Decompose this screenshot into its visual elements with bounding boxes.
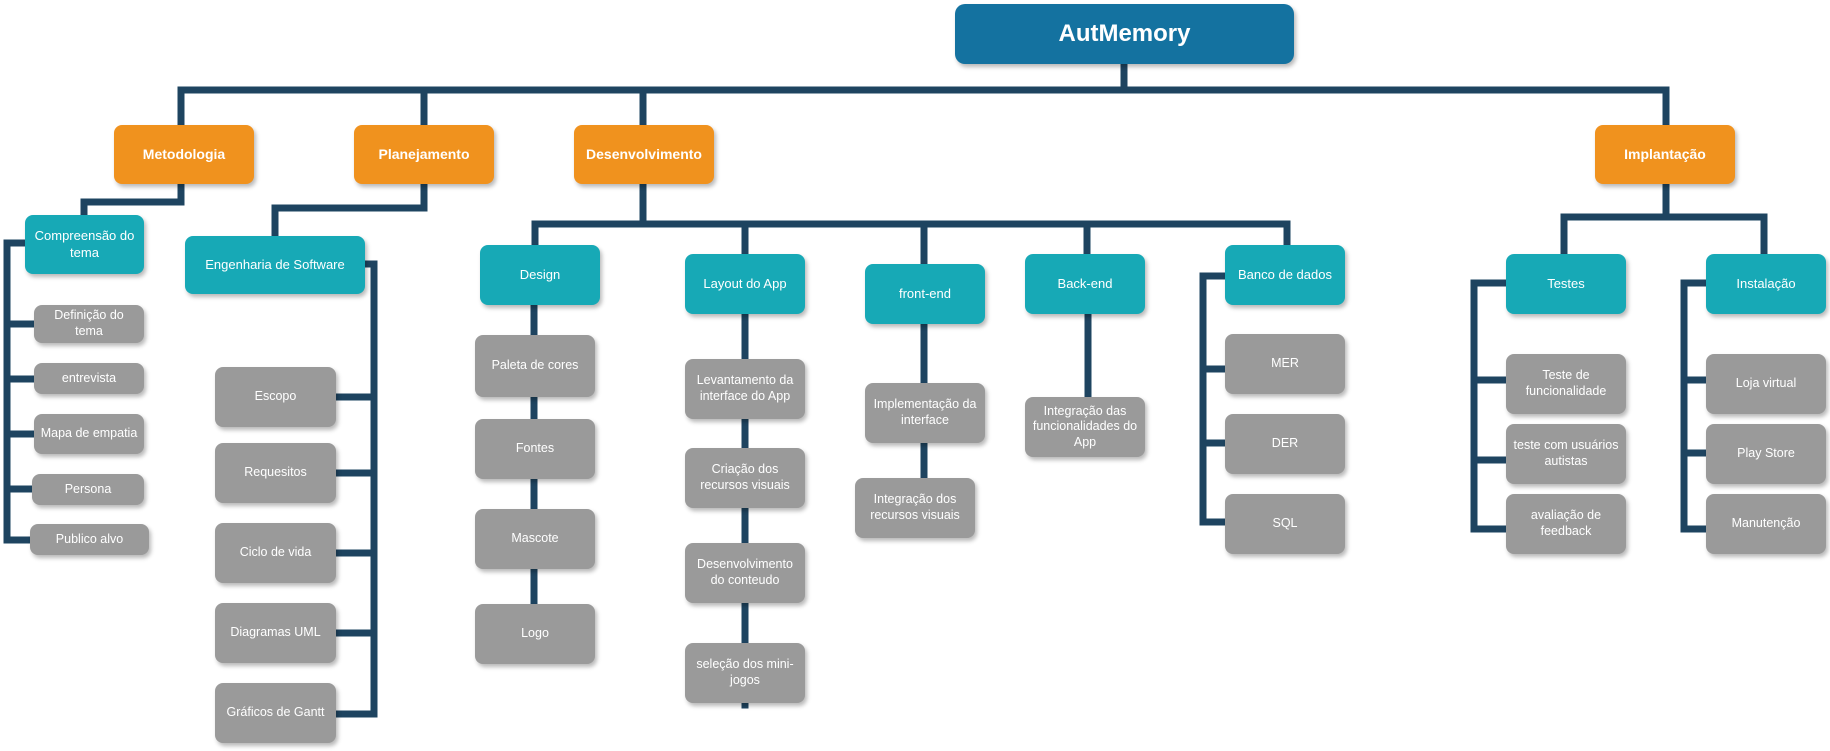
subtopic-engenharia-de-software: Engenharia de Software [185, 236, 365, 294]
leaf-paleta-de-cores: Paleta de cores [475, 335, 595, 397]
leaf-label: Definição do tema [54, 308, 124, 338]
leaf-logo: Logo [475, 604, 595, 664]
subtopic-label: Compreensão do tema [34, 228, 135, 260]
leaf-label: Teste de funcionalidade [1525, 368, 1607, 398]
leaf-criacao-dos-recursos-visuais: Criação dos recursos visuais [685, 448, 805, 508]
subtopic-banco-de-dados: Banco de dados [1225, 245, 1345, 305]
leaf-label: entrevista [61, 370, 117, 385]
leaf-label: Integração dos recursos visuais [870, 492, 960, 522]
category-planejamento: Planejamento [354, 125, 494, 184]
leaf-label: Loja virtual [1735, 376, 1797, 391]
leaf-integracao-dos-recursos-visuais: Integração dos recursos visuais [855, 478, 975, 538]
leaf-mapa-de-empatia: Mapa de empatia [34, 414, 144, 454]
leaf-mascote: Mascote [475, 509, 595, 569]
leaf-label: Escopo [254, 389, 297, 404]
subtopic-label: Engenharia de Software [205, 256, 345, 272]
leaf-label: seleção dos mini-jogos [696, 657, 794, 687]
leaf-label: Gráficos de Gantt [226, 705, 325, 720]
category-label: Metodologia [142, 145, 226, 162]
subtopic-label: Instalação [1736, 275, 1796, 291]
root-label: AutMemory [1058, 20, 1191, 47]
leaf-label: Desenvolvimento do conteudo [697, 557, 793, 587]
leaf-label: Persona [64, 481, 112, 496]
subtopic-compreensao-do-tema: Compreensão do tema [25, 215, 144, 274]
leaf-label: Criação dos recursos visuais [700, 462, 790, 492]
subtopic-label: Testes [1547, 275, 1585, 291]
leaf-label: Publico alvo [55, 531, 124, 546]
leaf-diagramas-uml: Diagramas UML [215, 603, 336, 663]
subtopic-testes: Testes [1506, 254, 1626, 314]
leaf-avaliacao-de-feedback: avaliação de feedback [1506, 494, 1626, 554]
leaf-integracao-das-funcionalidades: Integração das funcionalidades do App [1025, 397, 1145, 457]
leaf-ciclo-de-vida: Ciclo de vida [215, 523, 336, 583]
subtopic-layout-do-app: Layout do App [685, 254, 805, 314]
leaf-publico-alvo: Publico alvo [30, 524, 149, 555]
subtopic-label: Back-end [1057, 275, 1113, 291]
category-label: Desenvolvimento [586, 145, 702, 162]
leaf-entrevista: entrevista [34, 363, 144, 394]
leaf-definicao-do-tema: Definição do tema [34, 305, 144, 343]
subtopic-label: Banco de dados [1238, 266, 1332, 282]
category-label: Planejamento [378, 145, 470, 162]
leaf-selecao-dos-mini-jogos: seleção dos mini-jogos [685, 643, 805, 703]
subtopic-label: front-end [898, 285, 952, 301]
leaf-play-store: Play Store [1706, 424, 1826, 484]
subtopic-label: Design [519, 266, 561, 282]
leaf-manutencao: Manutenção [1706, 494, 1826, 554]
leaf-label: Levantamento da interface do App [696, 373, 794, 403]
leaf-label: Requesitos [244, 465, 307, 480]
leaf-label: MER [1271, 356, 1299, 371]
leaf-label: SQL [1272, 516, 1298, 531]
leaf-persona: Persona [32, 474, 144, 505]
leaf-label: Logo [521, 626, 549, 641]
category-implantacao: Implantação [1595, 125, 1735, 184]
leaf-label: Diagramas UML [230, 625, 321, 640]
category-metodologia: Metodologia [114, 125, 254, 184]
leaf-label: avaliação de feedback [1530, 508, 1602, 538]
subtopic-instalacao: Instalação [1706, 254, 1826, 314]
leaf-label: Play Store [1737, 446, 1795, 461]
subtopic-design: Design [480, 245, 600, 305]
leaf-label: Ciclo de vida [239, 545, 312, 560]
leaf-sql: SQL [1225, 494, 1345, 554]
leaf-fontes: Fontes [475, 419, 595, 479]
leaf-label: DER [1271, 436, 1299, 451]
category-label: Implantação [1624, 145, 1706, 162]
root-node: AutMemory [955, 4, 1294, 64]
subtopic-label: Layout do App [703, 275, 787, 291]
leaf-implementacao-da-interface: Implementação da interface [865, 383, 985, 443]
leaf-der: DER [1225, 414, 1345, 474]
leaf-desenvolvimento-do-conteudo: Desenvolvimento do conteudo [685, 543, 805, 603]
leaf-teste-de-funcionalidade: Teste de funcionalidade [1506, 354, 1626, 414]
subtopic-front-end: front-end [865, 264, 985, 324]
leaf-label: Manutenção [1731, 516, 1801, 531]
leaf-label: Mascote [511, 531, 559, 546]
leaf-label: Fontes [515, 441, 555, 456]
leaf-levantamento-da-interface: Levantamento da interface do App [685, 359, 805, 419]
leaf-label: Mapa de empatia [40, 426, 138, 441]
leaf-label: Paleta de cores [491, 358, 579, 373]
leaf-label: teste com usuários autistas [1513, 438, 1619, 468]
leaf-label: Integração das funcionalidades do App [1032, 403, 1138, 449]
subtopic-back-end: Back-end [1025, 254, 1145, 314]
leaf-loja-virtual: Loja virtual [1706, 354, 1826, 414]
leaf-label: Implementação da interface [873, 397, 977, 427]
category-desenvolvimento: Desenvolvimento [574, 125, 714, 184]
leaf-graficos-de-gantt: Gráficos de Gantt [215, 683, 336, 743]
leaf-mer: MER [1225, 334, 1345, 394]
leaf-requesitos: Requesitos [215, 443, 336, 503]
leaf-teste-com-usuarios-autistas: teste com usuários autistas [1506, 424, 1626, 484]
leaf-escopo: Escopo [215, 367, 336, 427]
